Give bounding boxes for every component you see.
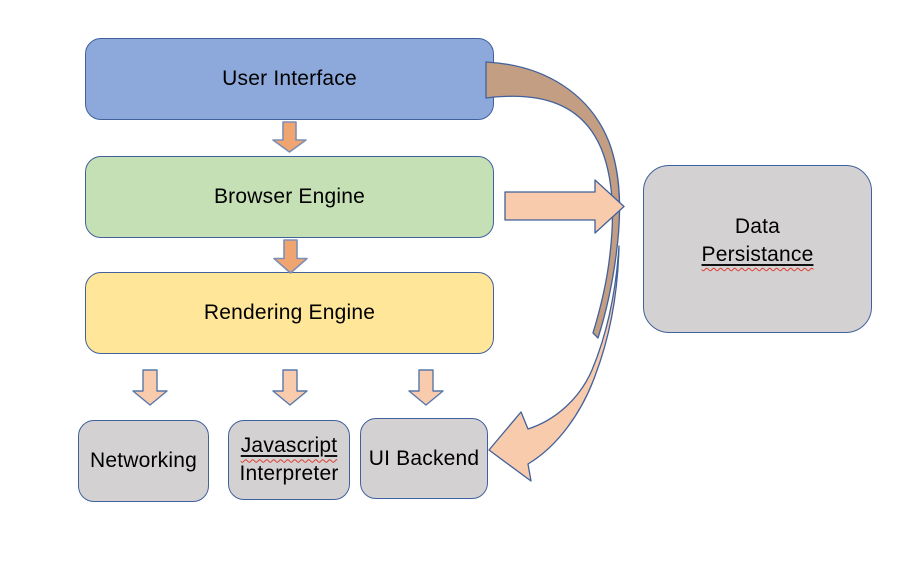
misspelled-word-persistance: Persistance bbox=[701, 243, 814, 266]
node-browser-engine: Browser Engine bbox=[85, 156, 494, 238]
node-user-interface-label: User Interface bbox=[222, 67, 357, 91]
node-networking: Networking bbox=[78, 420, 209, 502]
node-rendering-engine-label: Rendering Engine bbox=[203, 301, 376, 325]
curved-arrow-into-ui-backend-icon bbox=[488, 245, 620, 482]
node-data-persistance: Data Persistance bbox=[643, 165, 872, 333]
node-networking-label: Networking bbox=[89, 449, 198, 473]
node-ui-backend: UI Backend bbox=[360, 418, 488, 499]
misspelled-word-javascript: Javascript bbox=[240, 434, 338, 458]
node-user-interface: User Interface bbox=[85, 38, 494, 120]
down-arrow-rendering-to-networking-icon bbox=[132, 369, 168, 406]
node-data-persistance-label: Data Persistance bbox=[702, 213, 814, 268]
node-ui-backend-label: UI Backend bbox=[368, 446, 480, 470]
node-javascript-interpreter: Javascript Interpreter bbox=[228, 420, 350, 500]
node-javascript-interpreter-label: Javascript Interpreter bbox=[239, 434, 339, 485]
down-arrow-rendering-to-javascript-icon bbox=[272, 369, 308, 406]
down-arrow-ui-to-browser-icon bbox=[272, 121, 307, 153]
node-rendering-engine: Rendering Engine bbox=[85, 272, 494, 354]
down-arrow-rendering-to-ui-backend-icon bbox=[408, 369, 444, 406]
node-browser-engine-label: Browser Engine bbox=[213, 185, 366, 209]
right-arrow-browser-to-data-persistance-icon bbox=[504, 179, 625, 234]
down-arrow-browser-to-rendering-icon bbox=[273, 239, 308, 274]
curved-band-from-user-interface-icon bbox=[485, 61, 621, 339]
